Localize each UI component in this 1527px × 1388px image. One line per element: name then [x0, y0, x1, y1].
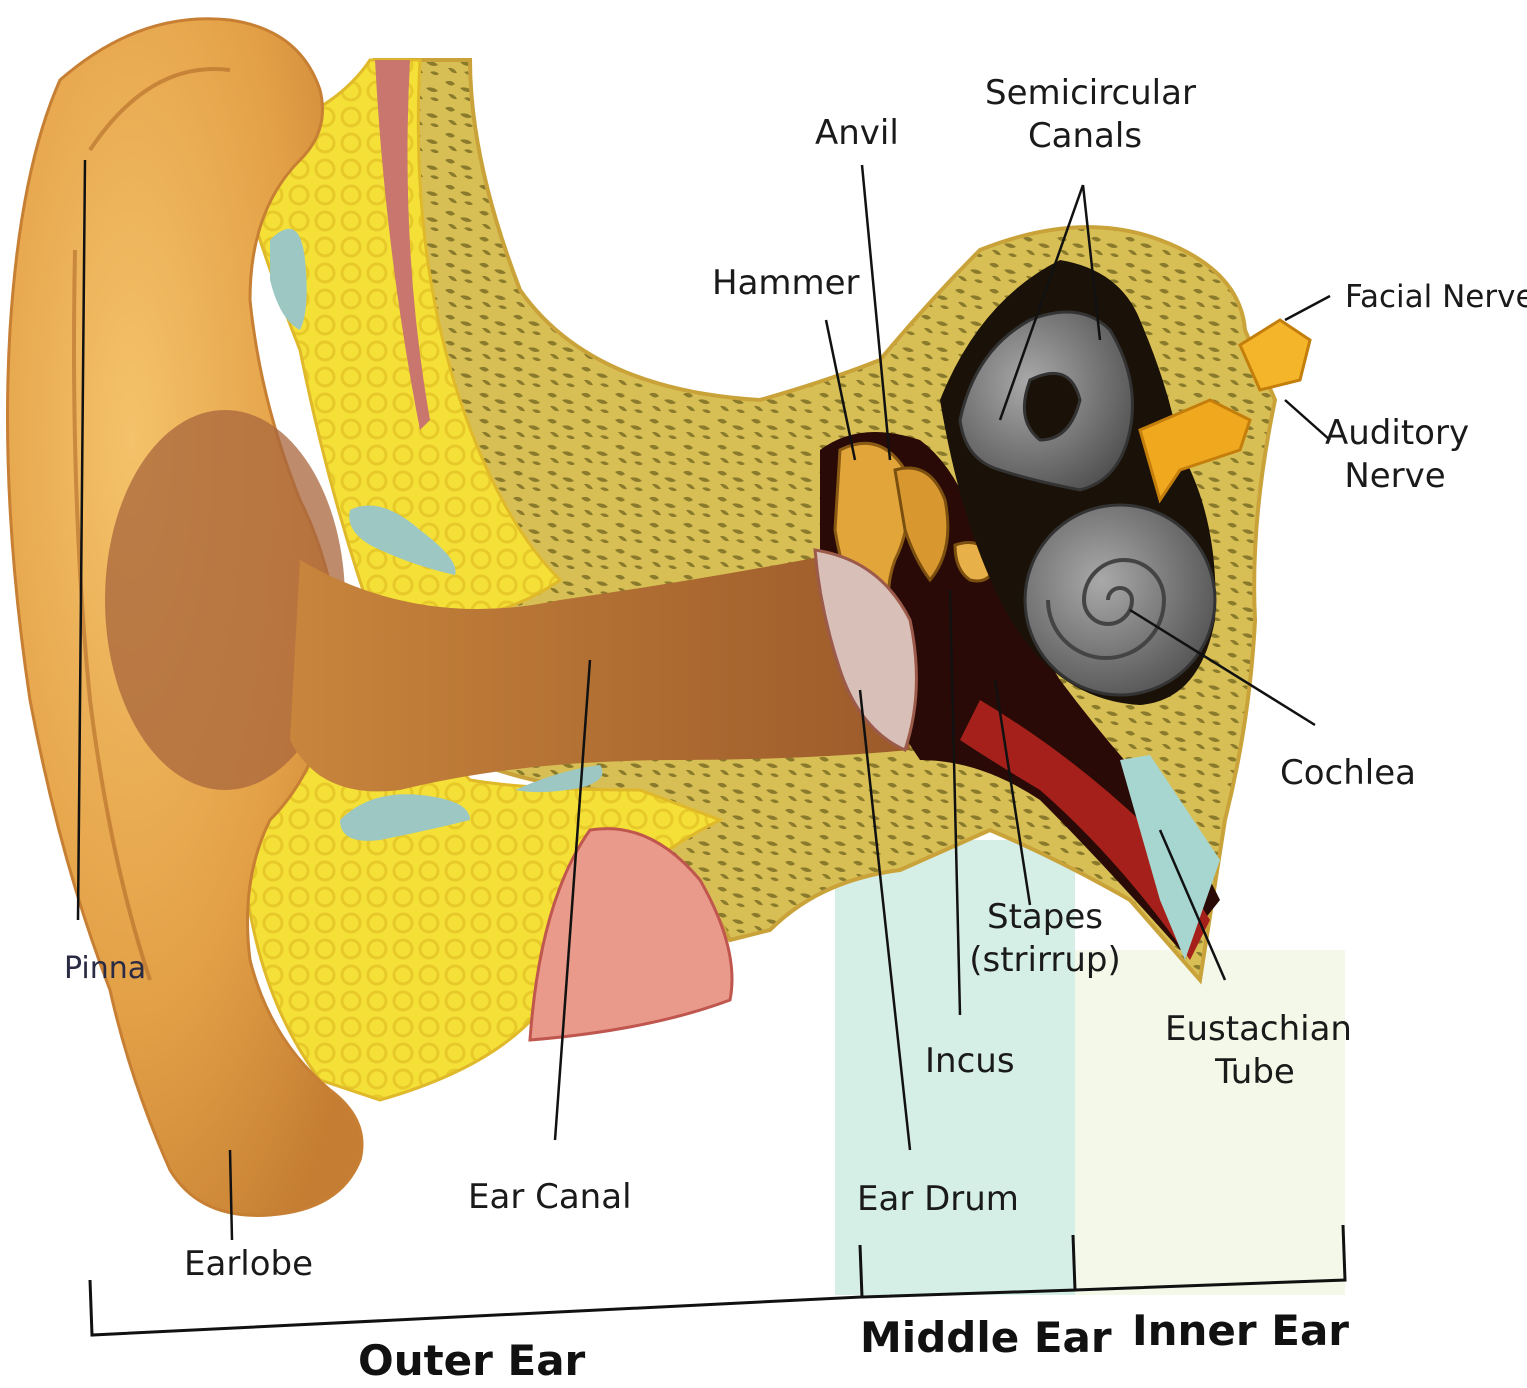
cartilage-spot — [270, 229, 307, 330]
semicircular-canals-line-1: Semicircular — [985, 72, 1185, 115]
auditory-nerve-line-1: Auditory — [1325, 412, 1465, 455]
hammer-label: Hammer — [712, 262, 860, 305]
inner-ear-label: Inner Ear — [1132, 1305, 1349, 1358]
stapes-line-1: Stapes — [960, 896, 1130, 939]
inner-ear-zone — [1075, 950, 1345, 1295]
middle-ear-label: Middle Ear — [860, 1312, 1112, 1365]
eustachian-tube-line-1: Eustachian — [1165, 1008, 1345, 1051]
stapes-label: Stapes (strirrup) — [960, 896, 1130, 981]
pinna-label: Pinna — [64, 950, 146, 988]
semicircular-canals-label: Semicircular Canals — [985, 72, 1185, 157]
eustachian-tube-label: Eustachian Tube — [1165, 1008, 1345, 1093]
facial-nerve-label: Facial Nerve — [1345, 278, 1527, 317]
auditory-nerve-label: Auditory Nerve — [1325, 412, 1465, 497]
incus-label: Incus — [925, 1040, 1015, 1083]
anvil-label: Anvil — [815, 112, 899, 155]
outer-ear-label: Outer Ear — [358, 1335, 585, 1388]
ear-drum-label: Ear Drum — [857, 1178, 1019, 1221]
stapes-line-2: (strirrup) — [960, 939, 1130, 982]
eustachian-tube-line-2: Tube — [1165, 1051, 1345, 1094]
cochlea-shape — [1025, 505, 1215, 695]
auditory-nerve-line-2: Nerve — [1325, 455, 1465, 498]
ear-canal-label: Ear Canal — [468, 1176, 632, 1219]
semicircular-canals-line-2: Canals — [985, 115, 1185, 158]
earlobe-label: Earlobe — [184, 1243, 313, 1286]
cochlea-label: Cochlea — [1280, 752, 1416, 795]
